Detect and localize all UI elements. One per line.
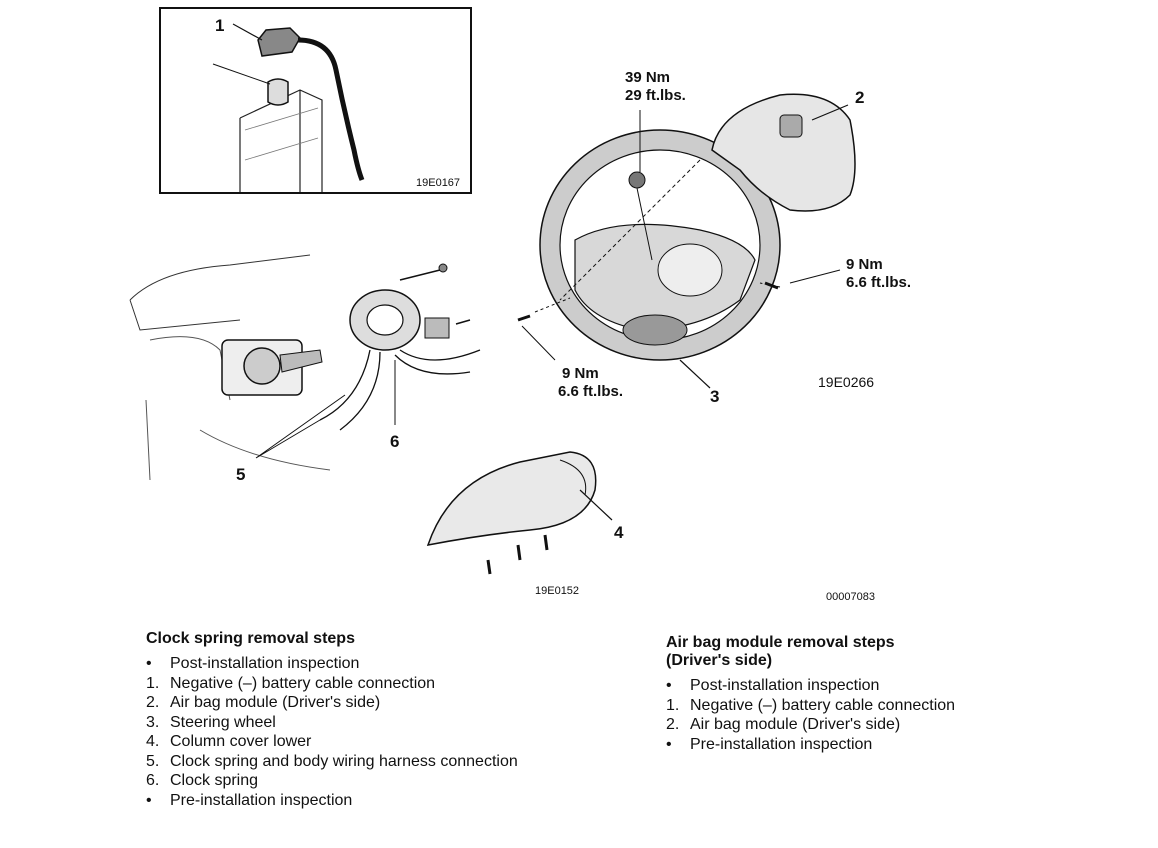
list-item: •Pre-installation inspection: [666, 735, 873, 753]
center-torque-ftlbs: 29 ft.lbs.: [625, 87, 686, 104]
clock-spring: 5 6: [236, 263, 481, 484]
left-torque-nm: 9 Nm: [562, 365, 599, 382]
list-item: 1.Negative (–) battery cable connection: [146, 674, 436, 692]
list-item: 2.Air bag module (Driver's side): [146, 694, 381, 711]
battery-inset: 1 19E0167: [159, 7, 472, 194]
code-document: 00007083: [826, 591, 875, 603]
list-item: 2.Air bag module (Driver's side): [666, 716, 901, 733]
callout-3: 3: [710, 387, 719, 406]
list-item: 5.Clock spring and body wiring harness c…: [146, 752, 518, 770]
list-item: 4.Column cover lower: [146, 733, 312, 750]
list-item: •Post-installation inspection: [146, 655, 360, 672]
air-bag-list: •Post-installation inspection 1.Negative…: [666, 676, 1036, 754]
clock-spring-steps: Clock spring removal steps •Post-install…: [146, 630, 526, 810]
list-item: •Pre-installation inspection: [146, 791, 353, 809]
exploded-diagram: 1 19E0167 5 6 39 Nm 29 ft.lbs. 3: [129, 7, 911, 603]
right-torque-ftlbs: 6.6 ft.lbs.: [846, 274, 911, 291]
air-bag-module: 2: [711, 88, 864, 212]
steering-wheel: 39 Nm 29 ft.lbs. 3 19E0266: [539, 69, 874, 406]
clock-spring-title: Clock spring removal steps: [146, 630, 355, 647]
steering-column: [129, 254, 331, 481]
callout-6: 6: [390, 432, 399, 451]
left-torque-ftlbs: 6.6 ft.lbs.: [558, 383, 623, 400]
right-torque-nm: 9 Nm: [846, 256, 883, 273]
air-bag-steps: Air bag module removal steps(Driver's si…: [666, 634, 1036, 754]
callout-1: 1: [215, 16, 224, 35]
callout-5: 5: [236, 465, 245, 484]
code-wheel: 19E0266: [818, 374, 874, 390]
list-item: 3.Steering wheel: [146, 713, 276, 731]
column-cover-lower: 4 19E0152: [426, 451, 624, 597]
list-item: 6.Clock spring: [146, 772, 259, 789]
list-item: 1.Negative (–) battery cable connection: [666, 696, 956, 714]
clock-spring-list: •Post-installation inspection 1.Negative…: [146, 654, 526, 810]
code-battery-inset: 19E0167: [416, 177, 460, 189]
center-torque-nm: 39 Nm: [625, 69, 670, 86]
callout-2: 2: [855, 88, 864, 107]
list-item: •Post-installation inspection: [666, 677, 880, 694]
side-bolts: 9 Nm 6.6 ft.lbs. 9 Nm 6.6 ft.lbs.: [517, 256, 911, 400]
air-bag-title: Air bag module removal steps(Driver's si…: [666, 634, 895, 669]
callout-4: 4: [614, 523, 624, 542]
code-cover: 19E0152: [535, 585, 579, 597]
